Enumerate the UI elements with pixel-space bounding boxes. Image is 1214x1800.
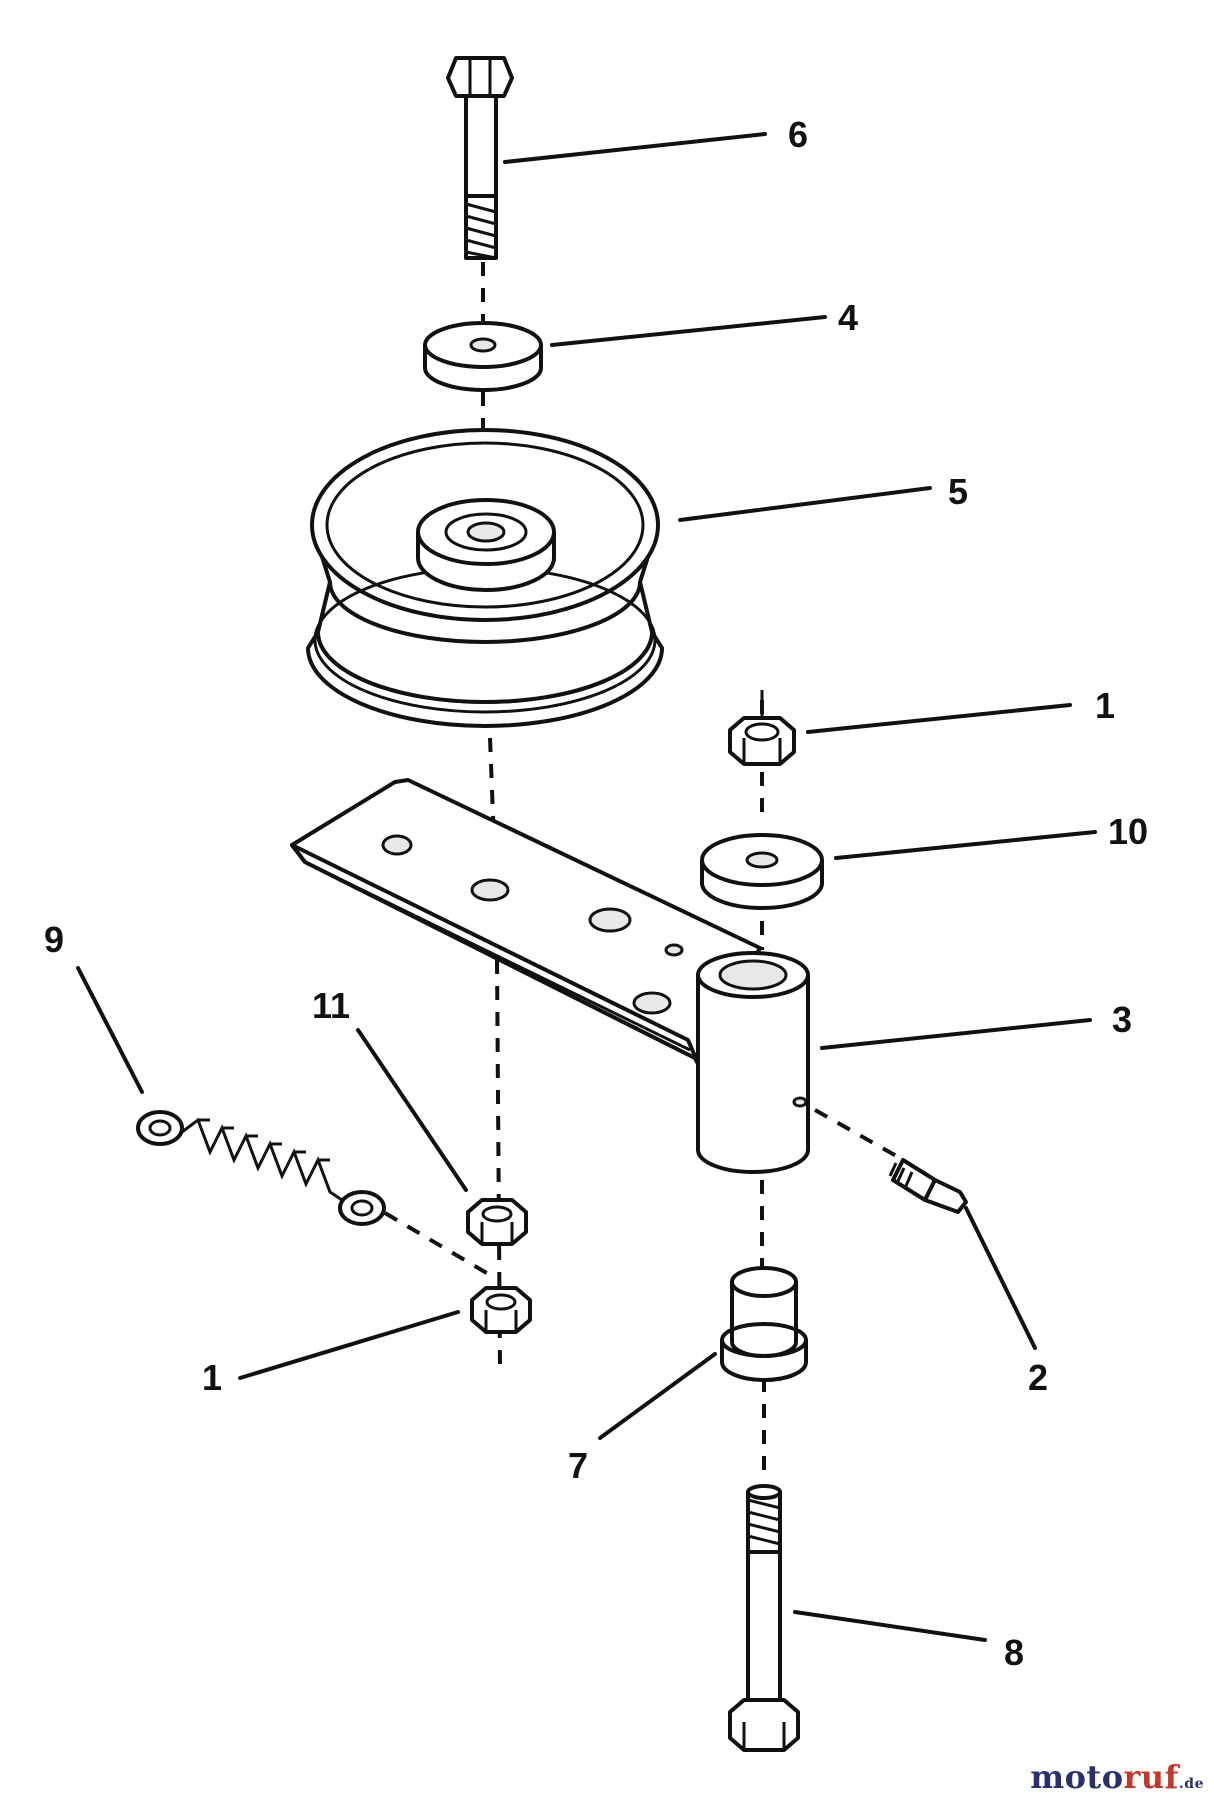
callout-10: 10 <box>1108 811 1148 852</box>
callout-4: 4 <box>838 297 858 338</box>
leader-7 <box>598 1352 717 1440</box>
leader-3 <box>820 1018 1092 1050</box>
axis-hub-fitting <box>814 1108 901 1160</box>
callout-5: 5 <box>948 471 968 512</box>
leader-10 <box>834 830 1097 860</box>
bottom-bolt-part-8 <box>728 1484 800 1752</box>
leader-6 <box>503 132 767 164</box>
watermark-part-3: .de <box>1178 1776 1204 1792</box>
leader-11 <box>356 1028 468 1192</box>
top-hex-nut-part-1 <box>728 690 796 766</box>
callout-11: 11 <box>312 985 350 1026</box>
leader-2 <box>964 1206 1037 1350</box>
leader-8 <box>793 1610 987 1642</box>
callout-6: 6 <box>788 114 808 155</box>
hex-nut-part-11 <box>466 1198 528 1246</box>
leader-5 <box>678 486 932 522</box>
callout-8: 8 <box>1004 1632 1024 1673</box>
leader-9 <box>76 966 144 1094</box>
motoruf-watermark: motoruf.de <box>1030 1758 1204 1796</box>
callout-9: 9 <box>44 919 64 960</box>
bushing-part-7 <box>720 1266 808 1382</box>
washer-part-4 <box>423 321 543 392</box>
leader-1-top <box>806 703 1072 734</box>
axis-spring-nut <box>383 1211 492 1277</box>
leader-4 <box>550 315 827 347</box>
spacer-part-10 <box>700 833 824 910</box>
callout-1-top: 1 <box>1095 685 1115 726</box>
watermark-part-1: moto <box>1030 1758 1124 1796</box>
pulley-part-5 <box>306 428 664 728</box>
idler-bracket-part-3 <box>290 778 810 1174</box>
bottom-hex-nut-part-1 <box>470 1286 532 1334</box>
callout-2: 2 <box>1028 1357 1048 1398</box>
callout-7: 7 <box>568 1445 588 1486</box>
callout-1-bottom: 1 <box>202 1357 222 1398</box>
grease-fitting-part-2 <box>888 1158 968 1214</box>
spring-part-9 <box>136 1110 386 1226</box>
callout-3: 3 <box>1112 999 1132 1040</box>
top-bolt-part-6 <box>446 56 514 260</box>
watermark-part-2: ruf <box>1123 1758 1179 1796</box>
leader-1-bottom <box>238 1310 460 1380</box>
